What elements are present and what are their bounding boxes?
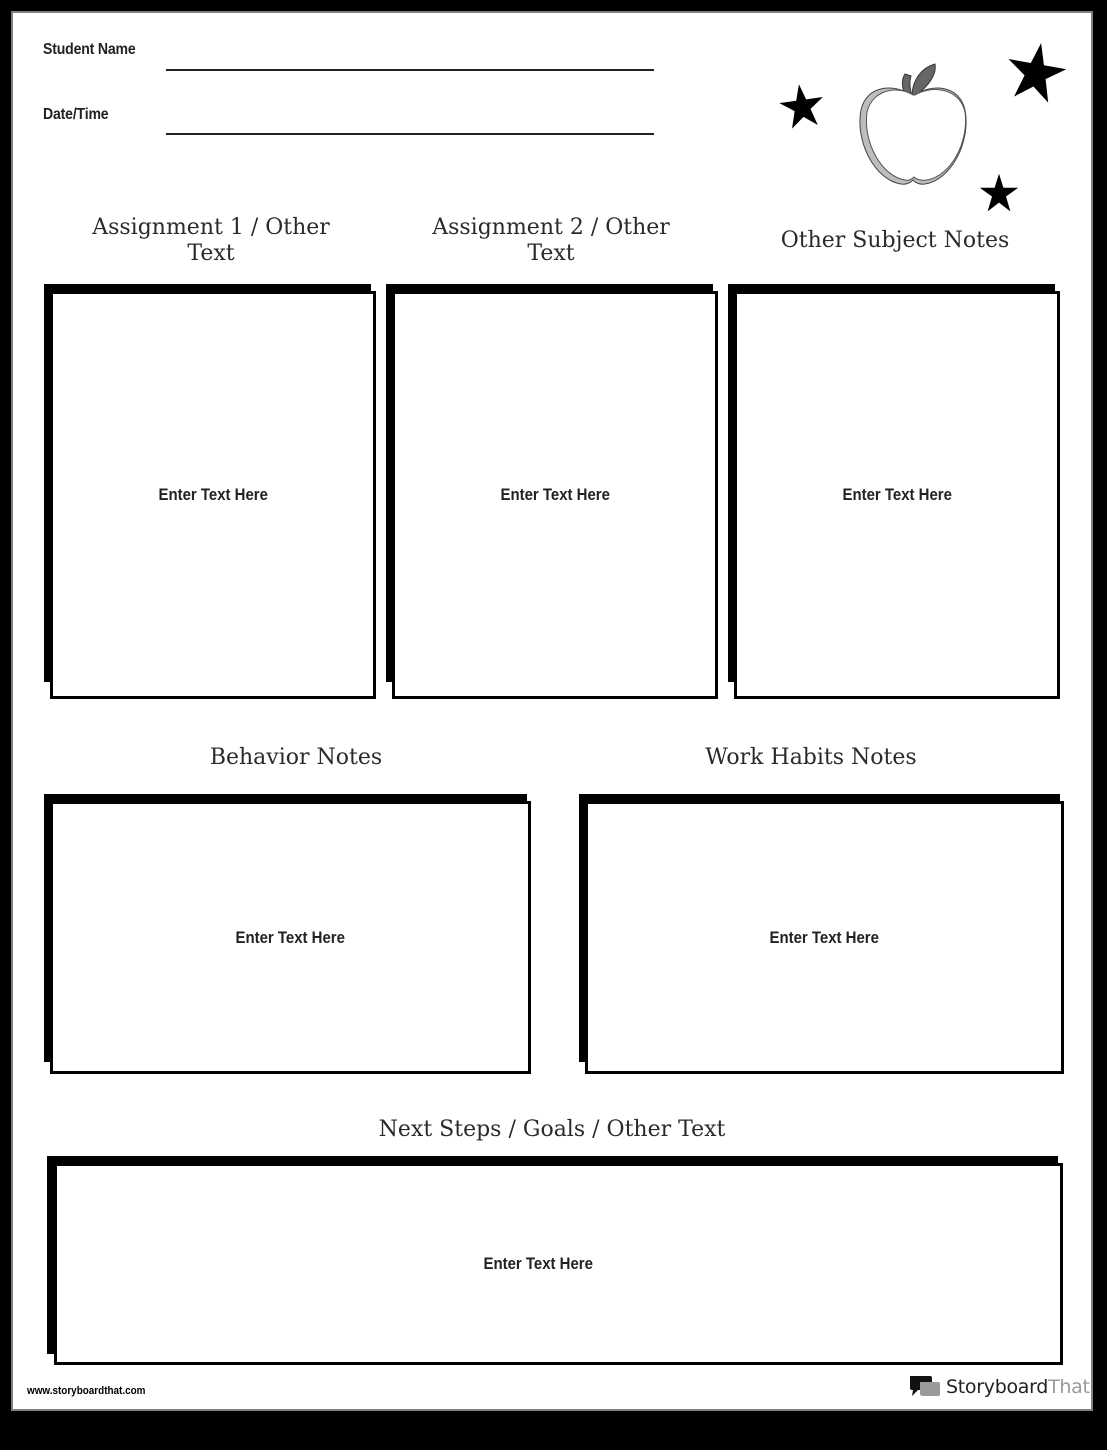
box-shadow	[728, 284, 1055, 292]
star-icon	[1008, 43, 1067, 103]
box-shadow	[44, 284, 371, 292]
box-shadow	[579, 794, 1060, 802]
placeholder-text: Enter Text Here	[483, 1254, 594, 1273]
brand-name: StoryboardThat	[946, 1376, 1090, 1398]
title-line: Text	[527, 241, 575, 266]
storyboardthat-logo: StoryboardThat	[908, 1374, 1090, 1400]
brand-main: Storyboard	[946, 1376, 1049, 1398]
section-title-next-steps: Next Steps / Goals / Other Text	[378, 1117, 726, 1142]
brand-accent: That	[1048, 1376, 1090, 1398]
date-time-label: Date/Time	[43, 106, 109, 123]
box-shadow	[44, 284, 52, 682]
work-habits-textbox[interactable]: Enter Text Here	[585, 801, 1064, 1074]
assignment-2-textbox[interactable]: Enter Text Here	[392, 291, 718, 699]
apple-icon	[859, 63, 967, 185]
box-shadow	[728, 284, 736, 682]
placeholder-text: Enter Text Here	[842, 485, 952, 504]
student-name-field[interactable]	[166, 69, 654, 71]
placeholder-text: Enter Text Here	[769, 927, 880, 947]
assignment-1-textbox[interactable]: Enter Text Here	[50, 291, 376, 699]
section-title-assignment-2: Assignment 2 / Other Text	[392, 215, 710, 267]
placeholder-text: Enter Text Here	[500, 485, 610, 504]
title-line: Text	[187, 241, 235, 266]
box-shadow	[579, 794, 587, 1062]
title-line: Assignment 2 / Other	[432, 215, 670, 240]
box-shadow	[386, 284, 394, 682]
section-title-behavior: Behavior Notes	[209, 745, 383, 770]
section-title-other-subject: Other Subject Notes	[780, 228, 1010, 253]
placeholder-text: Enter Text Here	[158, 485, 268, 504]
other-subject-textbox[interactable]: Enter Text Here	[734, 291, 1060, 699]
footer-url[interactable]: www.storyboardthat.com	[27, 1385, 146, 1397]
student-name-label: Student Name	[43, 41, 136, 58]
section-title-assignment-1: Assignment 1 / Other Text	[50, 215, 372, 267]
section-title-work-habits: Work Habits Notes	[705, 745, 917, 770]
star-icon	[779, 84, 823, 129]
next-steps-textbox[interactable]: Enter Text Here	[54, 1163, 1063, 1365]
date-time-field[interactable]	[166, 133, 654, 135]
behavior-notes-textbox[interactable]: Enter Text Here	[50, 801, 531, 1074]
speech-bubbles-icon	[910, 1376, 940, 1396]
box-shadow	[44, 794, 527, 802]
placeholder-text: Enter Text Here	[235, 927, 346, 947]
box-shadow	[386, 284, 713, 292]
star-icon	[979, 173, 1019, 212]
box-shadow	[44, 794, 52, 1062]
box-shadow	[47, 1156, 1058, 1164]
box-shadow	[47, 1156, 55, 1354]
title-line: Assignment 1 / Other	[92, 215, 330, 240]
